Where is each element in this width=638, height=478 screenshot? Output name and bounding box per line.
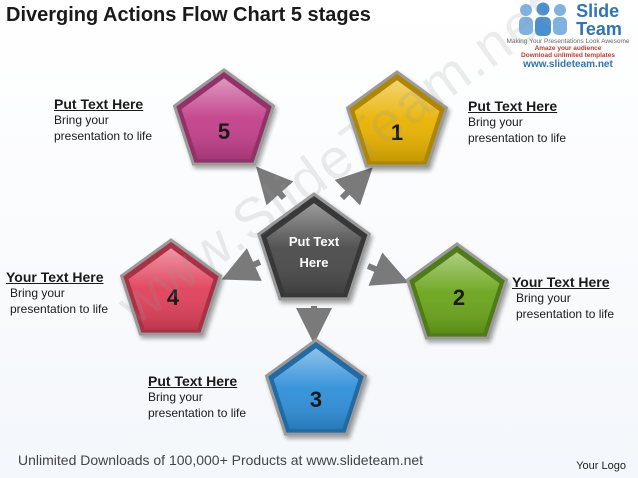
logo-brand-line1: Slide — [576, 1, 620, 21]
stage-1-heading: Put Text Here — [468, 98, 558, 114]
arrow-to-stage-5 — [256, 166, 294, 206]
stage-2-text: Your Text Here Bring your presentation t… — [512, 274, 614, 322]
stage-3-pentagon-label-1: 3 — [310, 387, 322, 412]
arrow-to-stage-2 — [366, 252, 409, 286]
logo-promo-2: Download unlimited templates — [521, 52, 615, 59]
stage-5-pentagon: 5 — [172, 68, 276, 166]
stage-3-pentagon: 3 — [264, 338, 368, 436]
stage-4-body-line1: Bring your — [10, 286, 65, 300]
stage-3-body-line1: Bring your — [148, 390, 203, 404]
stage-5-body-line1: Bring your — [54, 113, 109, 127]
stage-4-text: Your Text Here Bring your presentation t… — [6, 269, 108, 317]
slideteam-logo: Slide Team Making Your Presentations Loo… — [504, 2, 632, 70]
your-logo-placeholder: Your Logo — [576, 460, 626, 472]
stage-3-body-line2: presentation to life — [148, 406, 247, 420]
stage-5-body-line2: presentation to life — [54, 129, 153, 143]
stage-2-pentagon-label-1: 2 — [453, 285, 465, 310]
stage-5-text: Put Text Here Bring your presentation to… — [54, 96, 152, 144]
logo-brand-line2: Team — [576, 19, 622, 39]
people-icon — [519, 2, 568, 36]
stage-5-pentagon-label-1: 5 — [218, 119, 230, 144]
stage-3-text: Put Text Here Bring your presentation to… — [148, 373, 246, 421]
center-pentagon-label-1: Put Text — [289, 234, 340, 249]
footer-text: Unlimited Downloads of 100,000+ Products… — [18, 452, 424, 468]
stage-1-pentagon-label-1: 1 — [391, 120, 403, 145]
stage-3-heading: Put Text Here — [148, 373, 238, 389]
arrow-to-stage-1 — [334, 167, 373, 206]
page-title: Diverging Actions Flow Chart 5 stages — [6, 4, 371, 26]
stage-1-body-line1: Bring your — [468, 115, 523, 129]
stage-2-heading: Your Text Here — [512, 274, 610, 290]
stage-1-text: Put Text Here Bring your presentation to… — [468, 98, 566, 146]
arrow-to-stage-4 — [221, 248, 262, 281]
logo-promo-1: Amaze your audience — [534, 45, 602, 52]
stage-5-heading: Put Text Here — [54, 96, 144, 112]
center-pentagon-label-2: Here — [300, 255, 329, 270]
stage-2-pentagon: 2 — [405, 242, 509, 340]
stage-4-pentagon-label-1: 4 — [167, 285, 180, 310]
stage-4-pentagon: 4 — [119, 238, 223, 336]
stage-2-body-line2: presentation to life — [516, 307, 615, 321]
stage-1-body-line2: presentation to life — [468, 131, 567, 145]
stage-4-heading: Your Text Here — [6, 269, 104, 285]
stage-2-body-line1: Bring your — [516, 291, 571, 305]
logo-tagline: Making Your Presentations Look Awesome — [506, 38, 630, 45]
logo-url: www.slideteam.net — [523, 59, 613, 70]
stage-4-body-line2: presentation to life — [10, 302, 109, 316]
stage-1-pentagon: 1 — [345, 70, 449, 168]
